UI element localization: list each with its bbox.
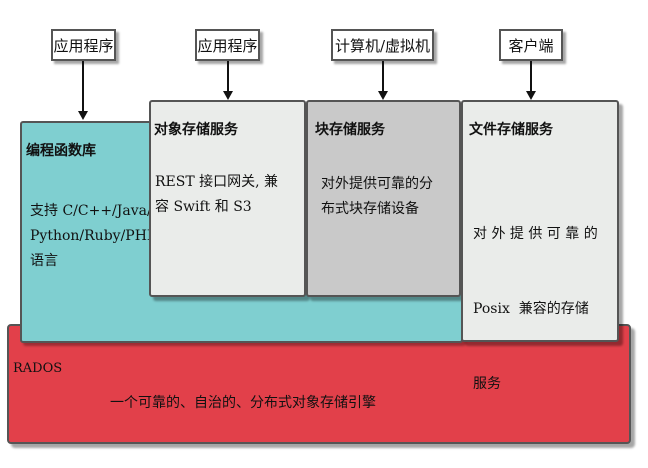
arrow-vm-line bbox=[382, 61, 384, 91]
file-storage-desc-line3: 服务 bbox=[473, 376, 501, 392]
arrow-customer-line bbox=[530, 61, 532, 91]
client-app-2: 应用程序 bbox=[195, 29, 260, 61]
file-storage-desc-line1: 对 外 提 供 可 靠 的 bbox=[473, 226, 598, 242]
object-storage-box: 对象存储服务 REST 接口网关, 兼 容 Swift 和 S3 bbox=[149, 100, 306, 297]
arrow-app2-line bbox=[227, 61, 229, 91]
block-storage-desc-line2: 布式块存储设备 bbox=[321, 201, 419, 217]
client-customer: 客户端 bbox=[499, 29, 563, 61]
block-storage-box: 块存储服务 对外提供可靠的分 布式块存储设备 bbox=[306, 100, 461, 297]
library-desc: 支持 C/C++/Java/ Python/Ruby/PHP 语言 bbox=[30, 199, 157, 274]
block-storage-title: 块存储服务 bbox=[315, 122, 385, 138]
object-storage-desc-line1: REST 接口网关, 兼 bbox=[155, 174, 279, 190]
client-app-1: 应用程序 bbox=[51, 29, 116, 61]
object-storage-desc: REST 接口网关, 兼 容 Swift 和 S3 bbox=[155, 170, 278, 220]
arrow-app1-line bbox=[82, 61, 84, 111]
rados-title: RADOS bbox=[13, 361, 63, 376]
block-storage-desc-line1: 对外提供可靠的分 bbox=[321, 176, 433, 192]
arrow-app2-head-icon bbox=[223, 91, 233, 100]
library-desc-line3: 语言 bbox=[30, 253, 58, 269]
file-storage-title: 文件存储服务 bbox=[469, 122, 553, 138]
rados-desc: 一个可靠的、自治的、分布式对象存储引擎 bbox=[110, 395, 376, 411]
library-desc-line1: 支持 C/C++/Java/ bbox=[30, 203, 152, 219]
file-storage-box: 文件存储服务 对 外 提 供 可 靠 的 Posix 兼容的存储 服务 bbox=[461, 100, 619, 392]
library-title: 编程函数库 bbox=[26, 143, 96, 159]
arrow-vm-head-icon bbox=[378, 91, 388, 100]
block-storage-desc: 对外提供可靠的分 布式块存储设备 bbox=[321, 172, 433, 222]
file-storage-desc-line2: Posix 兼容的存储 bbox=[473, 301, 589, 317]
file-storage-desc: 对 外 提 供 可 靠 的 Posix 兼容的存储 服务 bbox=[473, 172, 598, 447]
arrow-app1-head-icon bbox=[78, 111, 88, 120]
arrow-customer-head-icon bbox=[526, 91, 536, 100]
object-storage-title: 对象存储服务 bbox=[154, 122, 238, 138]
object-storage-desc-line2: 容 Swift 和 S3 bbox=[155, 199, 252, 215]
client-vm: 计算机/虚拟机 bbox=[331, 29, 434, 61]
library-desc-line2: Python/Ruby/PHP bbox=[30, 228, 157, 244]
